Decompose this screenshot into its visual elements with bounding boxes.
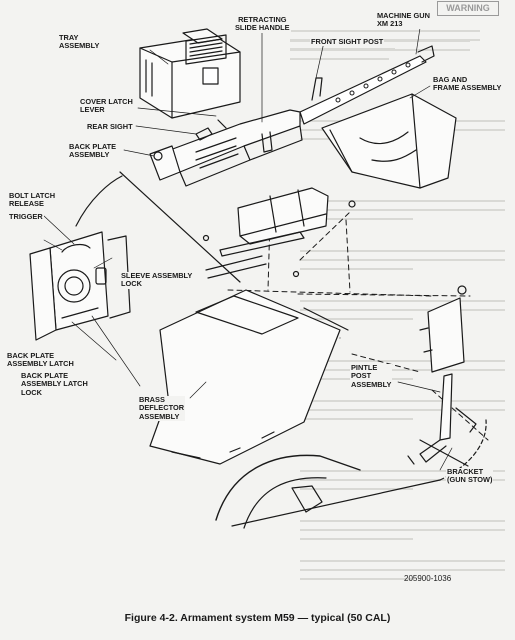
ghost-text-line [300, 569, 505, 571]
ghost-text-line [300, 309, 505, 311]
ghost-text-line [300, 200, 505, 202]
leader-lines [43, 27, 453, 471]
ghost-text-line [300, 318, 413, 320]
ghost-text-line [290, 30, 480, 32]
warning-box: WARNING [437, 1, 499, 16]
ghost-text-line [300, 520, 505, 522]
machine-gun-shape [149, 45, 435, 187]
ghost-text-line [300, 538, 413, 540]
callout-bracket-gun-stow: BRACKET(GUN STOW) [446, 467, 494, 485]
ghost-text-line [300, 529, 505, 531]
ghost-text-line [300, 259, 505, 261]
ghost-text-line [300, 218, 413, 220]
callout-rear-sight: REAR SIGHT [86, 122, 134, 132]
ghost-text-line [300, 360, 505, 362]
back-plate-shape [29, 171, 241, 341]
ghost-text-line [300, 578, 413, 580]
ghost-text-line [290, 58, 389, 60]
callout-front-sight-post: FRONT SIGHT POST [310, 37, 385, 47]
ghost-text-line [300, 560, 505, 562]
figure-caption: Figure 4-2. Armament system M59 — typica… [124, 612, 391, 624]
ghost-text-line [290, 49, 470, 51]
bag-and-frame-shape [321, 93, 457, 189]
ghost-text-line [300, 488, 413, 490]
pintle-post-shape [407, 285, 477, 467]
brass-deflector-shape [149, 289, 341, 465]
tray-assembly-shape [139, 28, 241, 119]
ghost-text-line [300, 409, 505, 411]
ghost-text-line [300, 369, 505, 371]
ghost-text-line [300, 300, 505, 302]
ghost-text-line [300, 418, 413, 420]
ghost-text-line [300, 268, 413, 270]
ghost-text-line [300, 479, 505, 481]
drawing-number: 205900-1036 [404, 574, 452, 583]
cradle-mount-shape [202, 187, 356, 331]
callout-trigger: TRIGGER [8, 212, 44, 222]
ghost-text-line [300, 209, 505, 211]
ghost-text-line [300, 470, 505, 472]
ghost-text-line [300, 250, 505, 252]
ghost-text-line [300, 400, 505, 402]
